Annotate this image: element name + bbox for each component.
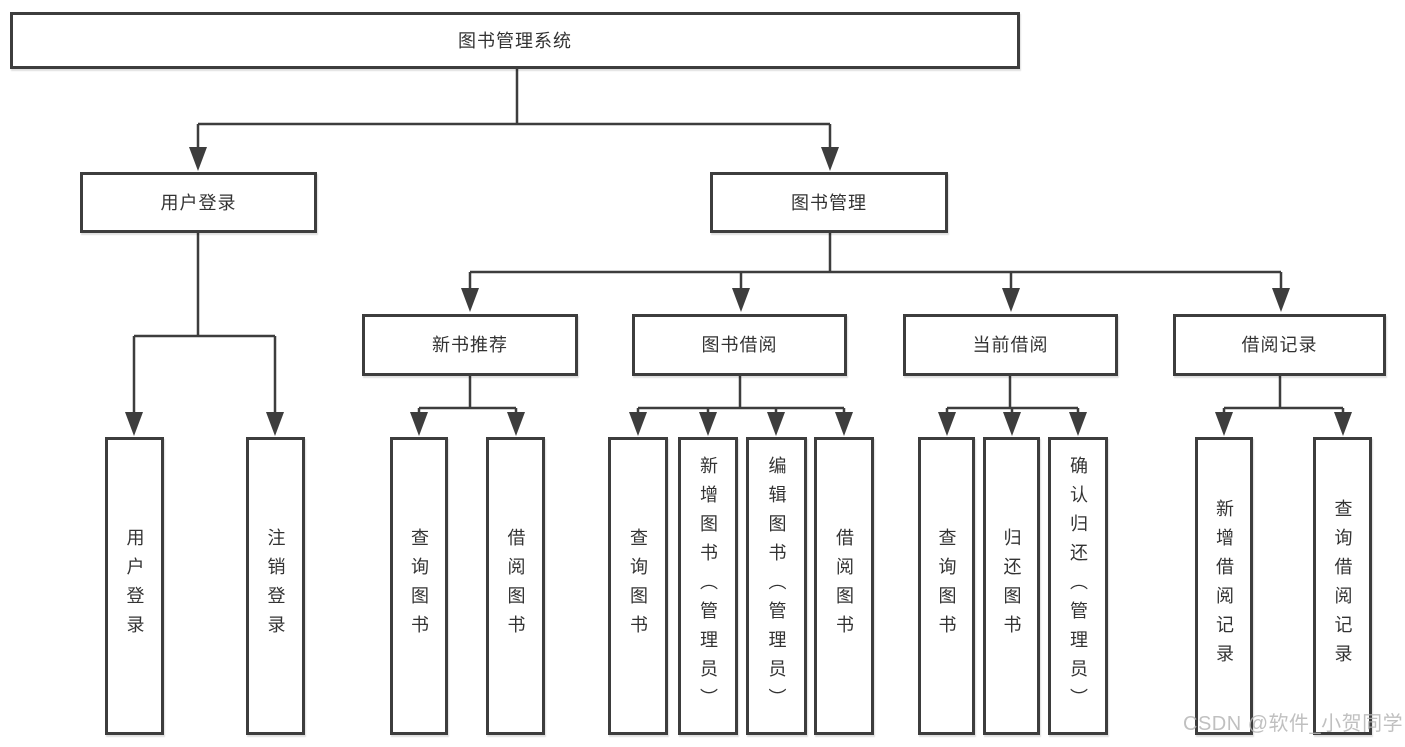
node-label: 注销登录 <box>265 528 286 644</box>
node-label: 借阅记录 <box>1241 335 1318 355</box>
node-label: 编辑图书（管理员） <box>766 455 787 717</box>
leaf-user-login: 用户登录 <box>105 437 164 735</box>
node-label: 新增借阅记录 <box>1214 499 1234 673</box>
node-label: 查询图书 <box>628 528 648 644</box>
leaf-newbook-query-books: 查询图书 <box>390 437 448 735</box>
node-root: 图书管理系统 <box>10 12 1020 69</box>
node-label: 确认归还（管理员） <box>1068 455 1088 717</box>
node-label: 归还图书 <box>1001 528 1022 644</box>
leaf-record-add-record: 新增借阅记录 <box>1195 437 1253 735</box>
leaf-borrow-borrow-books: 借阅图书 <box>814 437 874 735</box>
leaf-newbook-borrow-books: 借阅图书 <box>486 437 545 735</box>
leaf-borrow-edit-book-admin: 编辑图书（管理员） <box>746 437 807 735</box>
node-label: 新增图书（管理员） <box>698 455 718 717</box>
leaf-borrow-query-books: 查询图书 <box>608 437 668 735</box>
node-label: 图书管理系统 <box>458 30 572 51</box>
leaf-current-confirm-return-admin: 确认归还（管理员） <box>1048 437 1108 735</box>
node-label: 借阅图书 <box>834 528 854 644</box>
connector-new-book-to-leaves <box>410 376 525 436</box>
node-label: 当前借阅 <box>972 335 1049 355</box>
node-book-borrow: 图书借阅 <box>632 314 847 376</box>
leaf-current-return-books: 归还图书 <box>983 437 1040 735</box>
leaf-record-query-record: 查询借阅记录 <box>1313 437 1372 735</box>
leaf-logout: 注销登录 <box>246 437 305 735</box>
node-label: 用户登录 <box>124 528 145 644</box>
leaf-borrow-add-book-admin: 新增图书（管理员） <box>678 437 738 735</box>
node-label: 图书借阅 <box>701 335 778 355</box>
connector-book-management-to-modules <box>461 233 1290 312</box>
node-label: 查询图书 <box>409 528 429 644</box>
node-user-login: 用户登录 <box>80 172 317 233</box>
connector-user-login-to-leaves <box>125 233 284 436</box>
connector-borrow-record-to-leaves <box>1215 376 1352 436</box>
connector-root-to-branches <box>189 69 839 171</box>
node-book-management: 图书管理 <box>710 172 948 233</box>
connector-current-borrow-to-leaves <box>938 376 1087 436</box>
leaf-current-query-books: 查询图书 <box>918 437 975 735</box>
node-label: 图书管理 <box>791 192 867 213</box>
node-label: 借阅图书 <box>505 528 526 644</box>
node-label: 查询借阅记录 <box>1332 499 1353 673</box>
node-label: 查询图书 <box>936 528 957 644</box>
connector-book-borrow-to-leaves <box>629 376 853 436</box>
node-borrow-record: 借阅记录 <box>1173 314 1386 376</box>
node-new-book-recommend: 新书推荐 <box>362 314 578 376</box>
node-current-borrow: 当前借阅 <box>903 314 1118 376</box>
csdn-watermark: CSDN @软件_小贺同学 <box>1183 713 1404 735</box>
node-label: 用户登录 <box>160 192 237 213</box>
node-label: 新书推荐 <box>432 335 508 355</box>
